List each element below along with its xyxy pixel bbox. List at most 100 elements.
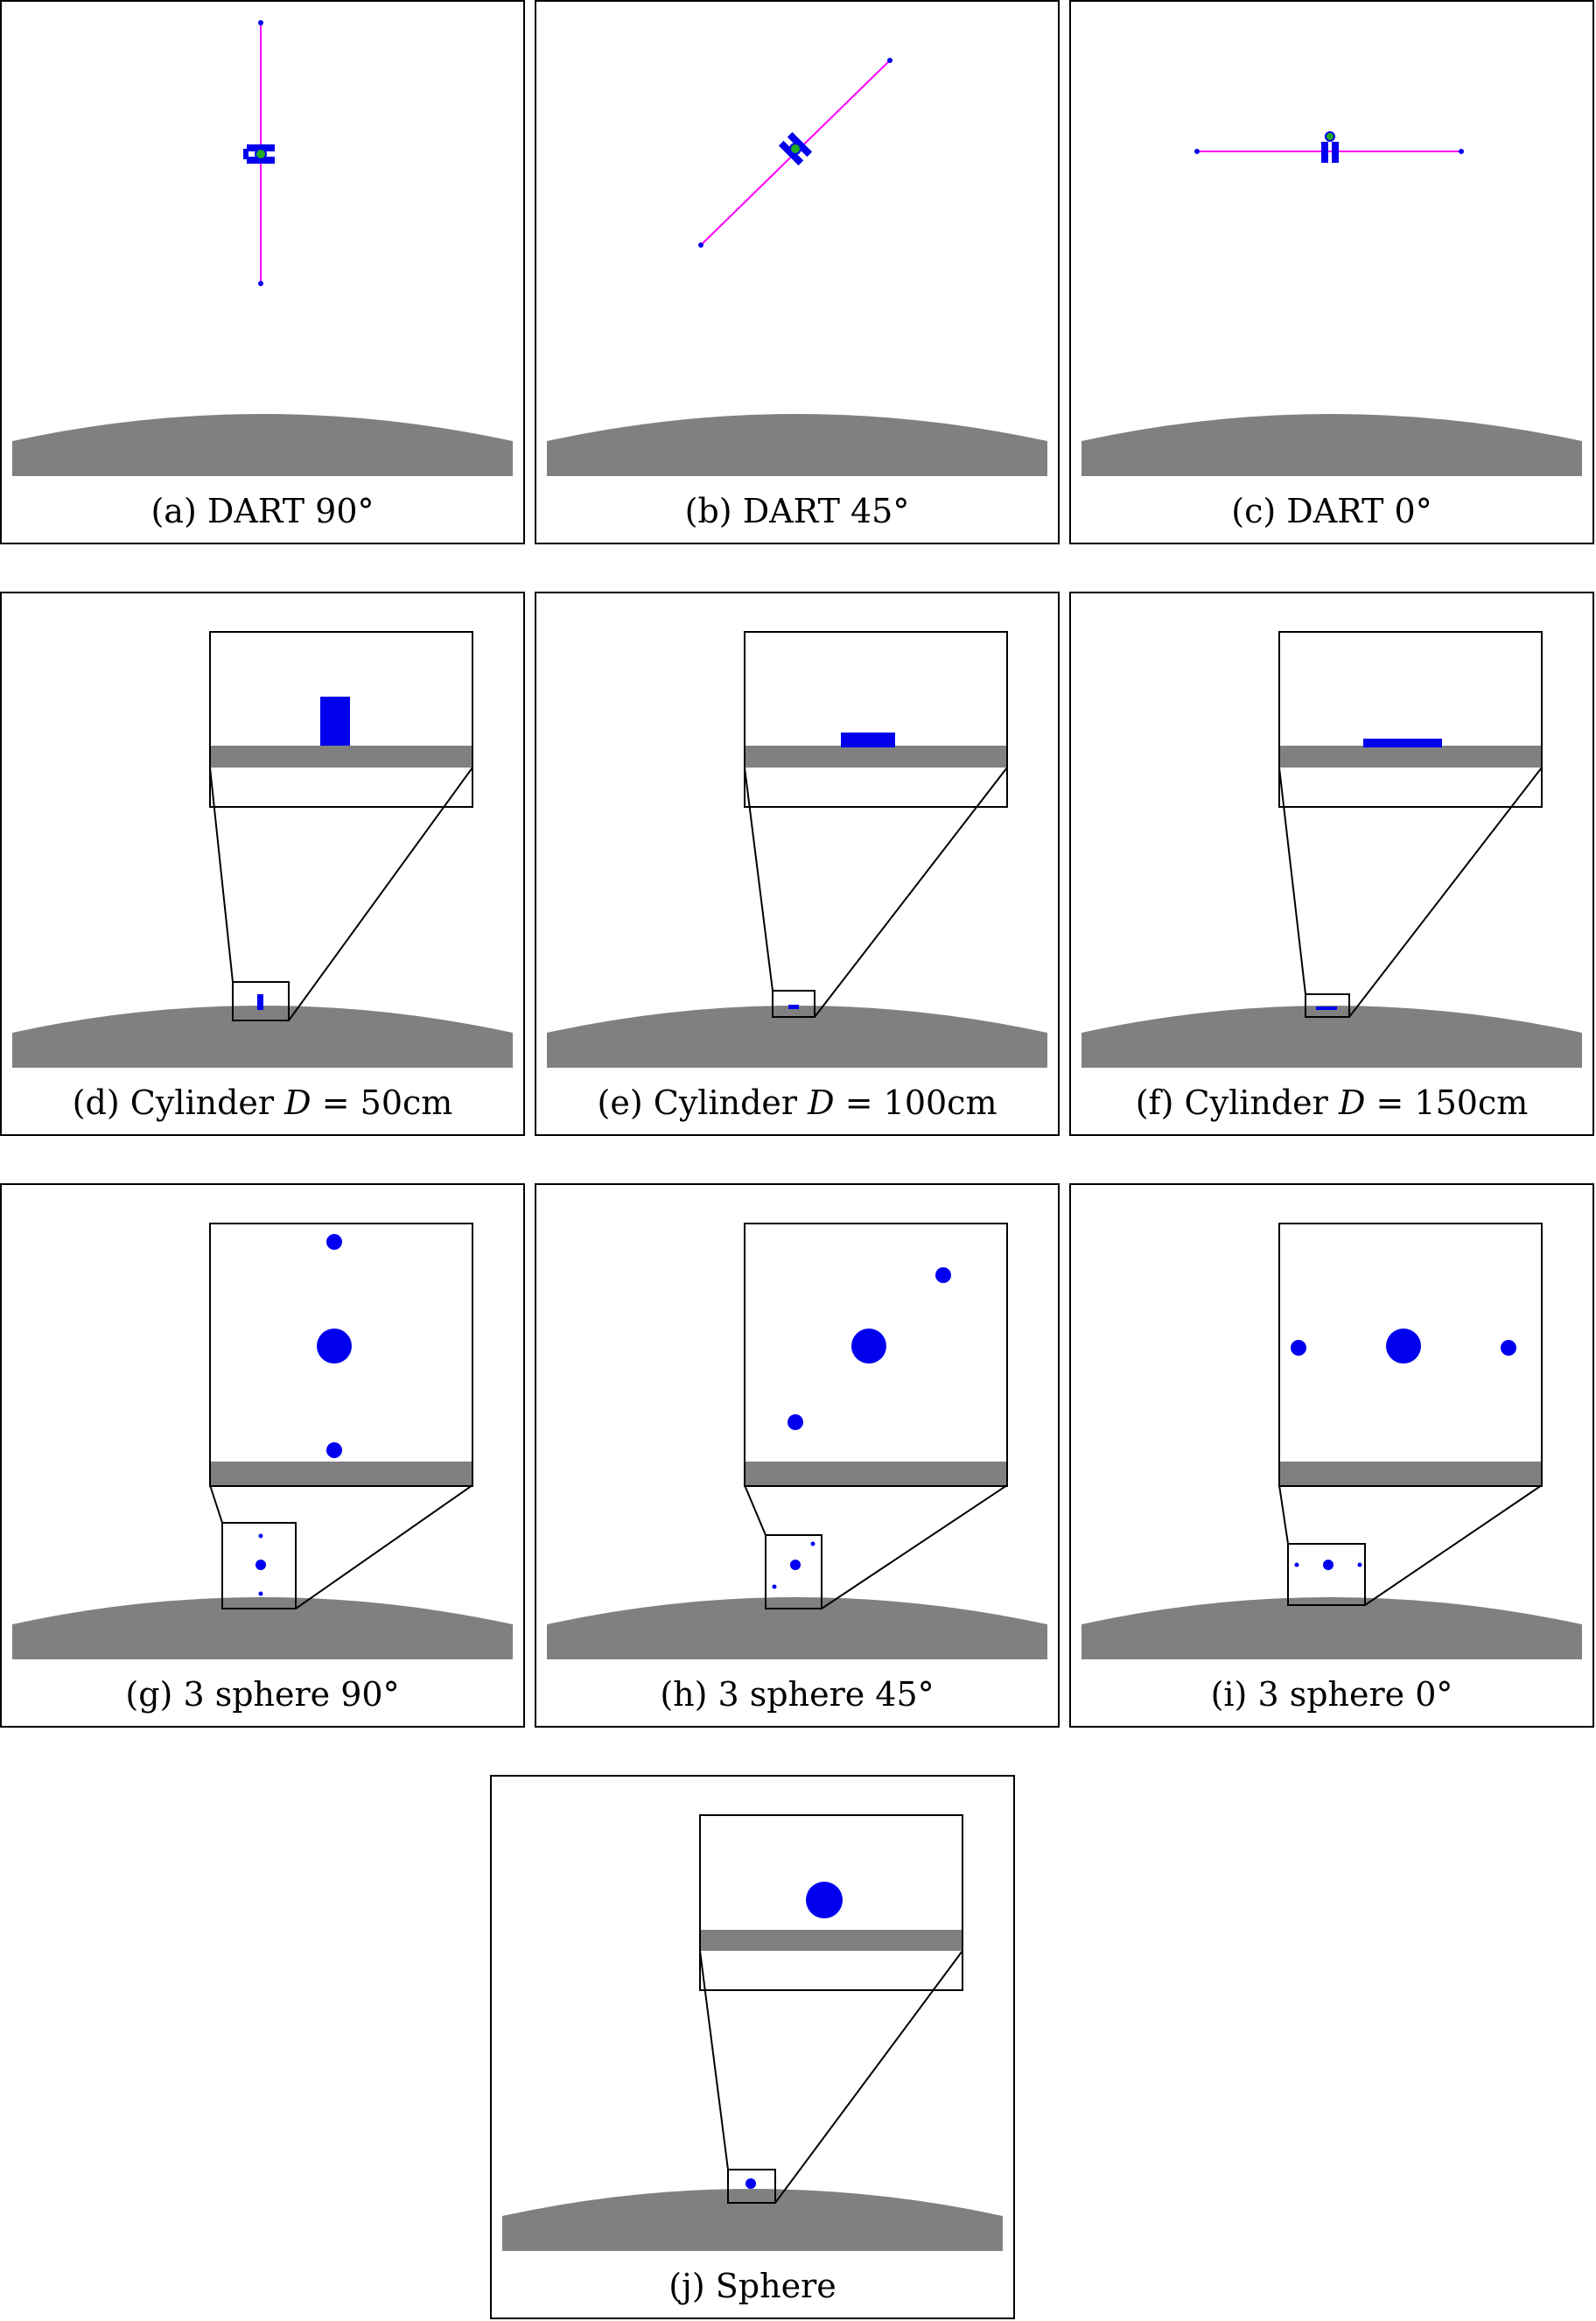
zoom-box: [772, 990, 816, 1018]
cylinder: [1316, 1006, 1337, 1010]
boom-tip-top: [887, 58, 892, 63]
cylinder: [257, 994, 263, 1010]
caption-a: (a) DART 90°: [150, 492, 374, 530]
zoom-box: [1287, 1543, 1366, 1606]
cylinder-150-scene: [1082, 631, 1582, 1068]
panel-c: (c) DART 0°: [1069, 0, 1594, 544]
boom-tip-left: [1194, 149, 1200, 154]
inset-sphere-center: [851, 1329, 886, 1364]
inset-cylinder: [320, 697, 350, 746]
zoom-line-right: [821, 1484, 1008, 1609]
panel-d: (d) Cylinder D = 50cm: [0, 592, 525, 1136]
sphere-bottom: [258, 1591, 263, 1596]
sphere-top: [258, 1533, 263, 1539]
caption-i: (i) 3 sphere 0°: [1210, 1675, 1453, 1714]
ground-surface: [1082, 1006, 1582, 1068]
inset-sphere-center: [1386, 1329, 1421, 1364]
zoom-line-right: [774, 1950, 963, 2204]
inset-sphere-bottom: [326, 1442, 342, 1458]
dart-spacecraft: [1321, 131, 1339, 163]
inset-ground: [1280, 1462, 1541, 1485]
ground-surface: [547, 414, 1047, 476]
ground-surface: [502, 2189, 1003, 2251]
panel-b: (b) DART 45°: [535, 0, 1060, 544]
panel-j: (j) Sphere: [490, 1775, 1015, 2319]
ground-surface: [12, 1006, 513, 1068]
caption-c: (c) DART 0°: [1231, 492, 1432, 530]
ground-surface: [547, 1006, 1047, 1068]
sphere-center: [1323, 1560, 1334, 1570]
three-sphere-45-scene: [547, 1223, 1047, 1659]
inset-frame: [744, 631, 1008, 808]
ground-surface: [547, 1597, 1047, 1659]
boom-tip-top: [258, 20, 263, 25]
zoom-line-right: [1348, 767, 1543, 1018]
dart-spacecraft: [778, 131, 813, 166]
inset-sphere-lower: [788, 1414, 803, 1430]
boom-tip-bottom: [258, 281, 263, 286]
cylinder: [788, 1005, 799, 1009]
ground-surface: [12, 414, 513, 476]
inset-ground: [1280, 746, 1541, 768]
boom-tip-right: [1459, 149, 1464, 154]
sphere-right: [1357, 1562, 1362, 1567]
inset-sphere-center: [317, 1329, 352, 1364]
inset-ground: [211, 1462, 472, 1485]
inset-cylinder: [1363, 739, 1442, 747]
caption-f: (f) Cylinder D = 150cm: [1135, 1083, 1529, 1122]
inset-sphere: [806, 1882, 843, 1918]
caption-h: (h) 3 sphere 45°: [660, 1675, 934, 1714]
caption-b: (b) DART 45°: [684, 492, 910, 530]
caption-j: (j) Sphere: [668, 2267, 836, 2305]
zoom-box: [1305, 993, 1350, 1018]
zoom-box: [727, 2169, 776, 2204]
cylinder-50-scene: [12, 631, 513, 1068]
inset-ground: [746, 1462, 1006, 1485]
panel-h: (h) 3 sphere 45°: [535, 1183, 1060, 1728]
sphere-center: [790, 1560, 801, 1570]
zoom-line-right: [1364, 1484, 1543, 1606]
dart-90-scene: [12, 20, 513, 476]
caption-e: (e) Cylinder D = 100cm: [597, 1083, 998, 1122]
inset-sphere-upper: [935, 1267, 951, 1283]
cylinder-100-scene: [547, 631, 1047, 1068]
sphere: [746, 2178, 756, 2189]
inset-sphere-top: [326, 1234, 342, 1250]
zoom-box: [232, 981, 290, 1021]
sphere-upper: [810, 1541, 816, 1546]
three-sphere-0-scene: [1082, 1223, 1582, 1659]
zoom-line-right: [288, 767, 473, 1021]
inset-frame: [1278, 631, 1543, 808]
dart-spacecraft: [243, 144, 275, 164]
ground-surface: [12, 1597, 513, 1659]
zoom-line-right: [295, 1484, 473, 1609]
zoom-line-left: [1278, 767, 1306, 995]
panel-e: (e) Cylinder D = 100cm: [535, 592, 1060, 1136]
zoom-line-left: [209, 1484, 223, 1524]
zoom-line-left: [1278, 1484, 1289, 1545]
caption-g: (g) 3 sphere 90°: [125, 1675, 400, 1714]
sphere-lower: [772, 1584, 777, 1589]
zoom-line-left: [744, 767, 774, 992]
sphere-center: [256, 1560, 266, 1570]
inset-ground: [211, 746, 472, 768]
panel-f: (f) Cylinder D = 150cm: [1069, 592, 1594, 1136]
boom-tip-bottom: [698, 242, 704, 248]
inset-ground: [746, 746, 1006, 768]
ground-surface: [1082, 1597, 1582, 1659]
three-sphere-90-scene: [12, 1223, 513, 1659]
panel-a: (a) DART 90°: [0, 0, 525, 544]
zoom-line-left: [699, 1950, 729, 2170]
panel-i: (i) 3 sphere 0°: [1069, 1183, 1594, 1728]
dart-45-scene: [547, 58, 1047, 476]
zoom-box: [221, 1522, 297, 1609]
zoom-box: [765, 1534, 822, 1609]
inset-sphere-right: [1501, 1340, 1516, 1356]
inset-ground: [701, 1930, 962, 1951]
sphere-scene: [502, 1814, 1003, 2251]
panel-g: (g) 3 sphere 90°: [0, 1183, 525, 1728]
zoom-line-right: [814, 767, 1008, 1018]
zoom-line-left: [209, 767, 234, 983]
caption-d: (d) Cylinder D = 50cm: [72, 1083, 453, 1122]
inset-cylinder: [841, 733, 895, 747]
